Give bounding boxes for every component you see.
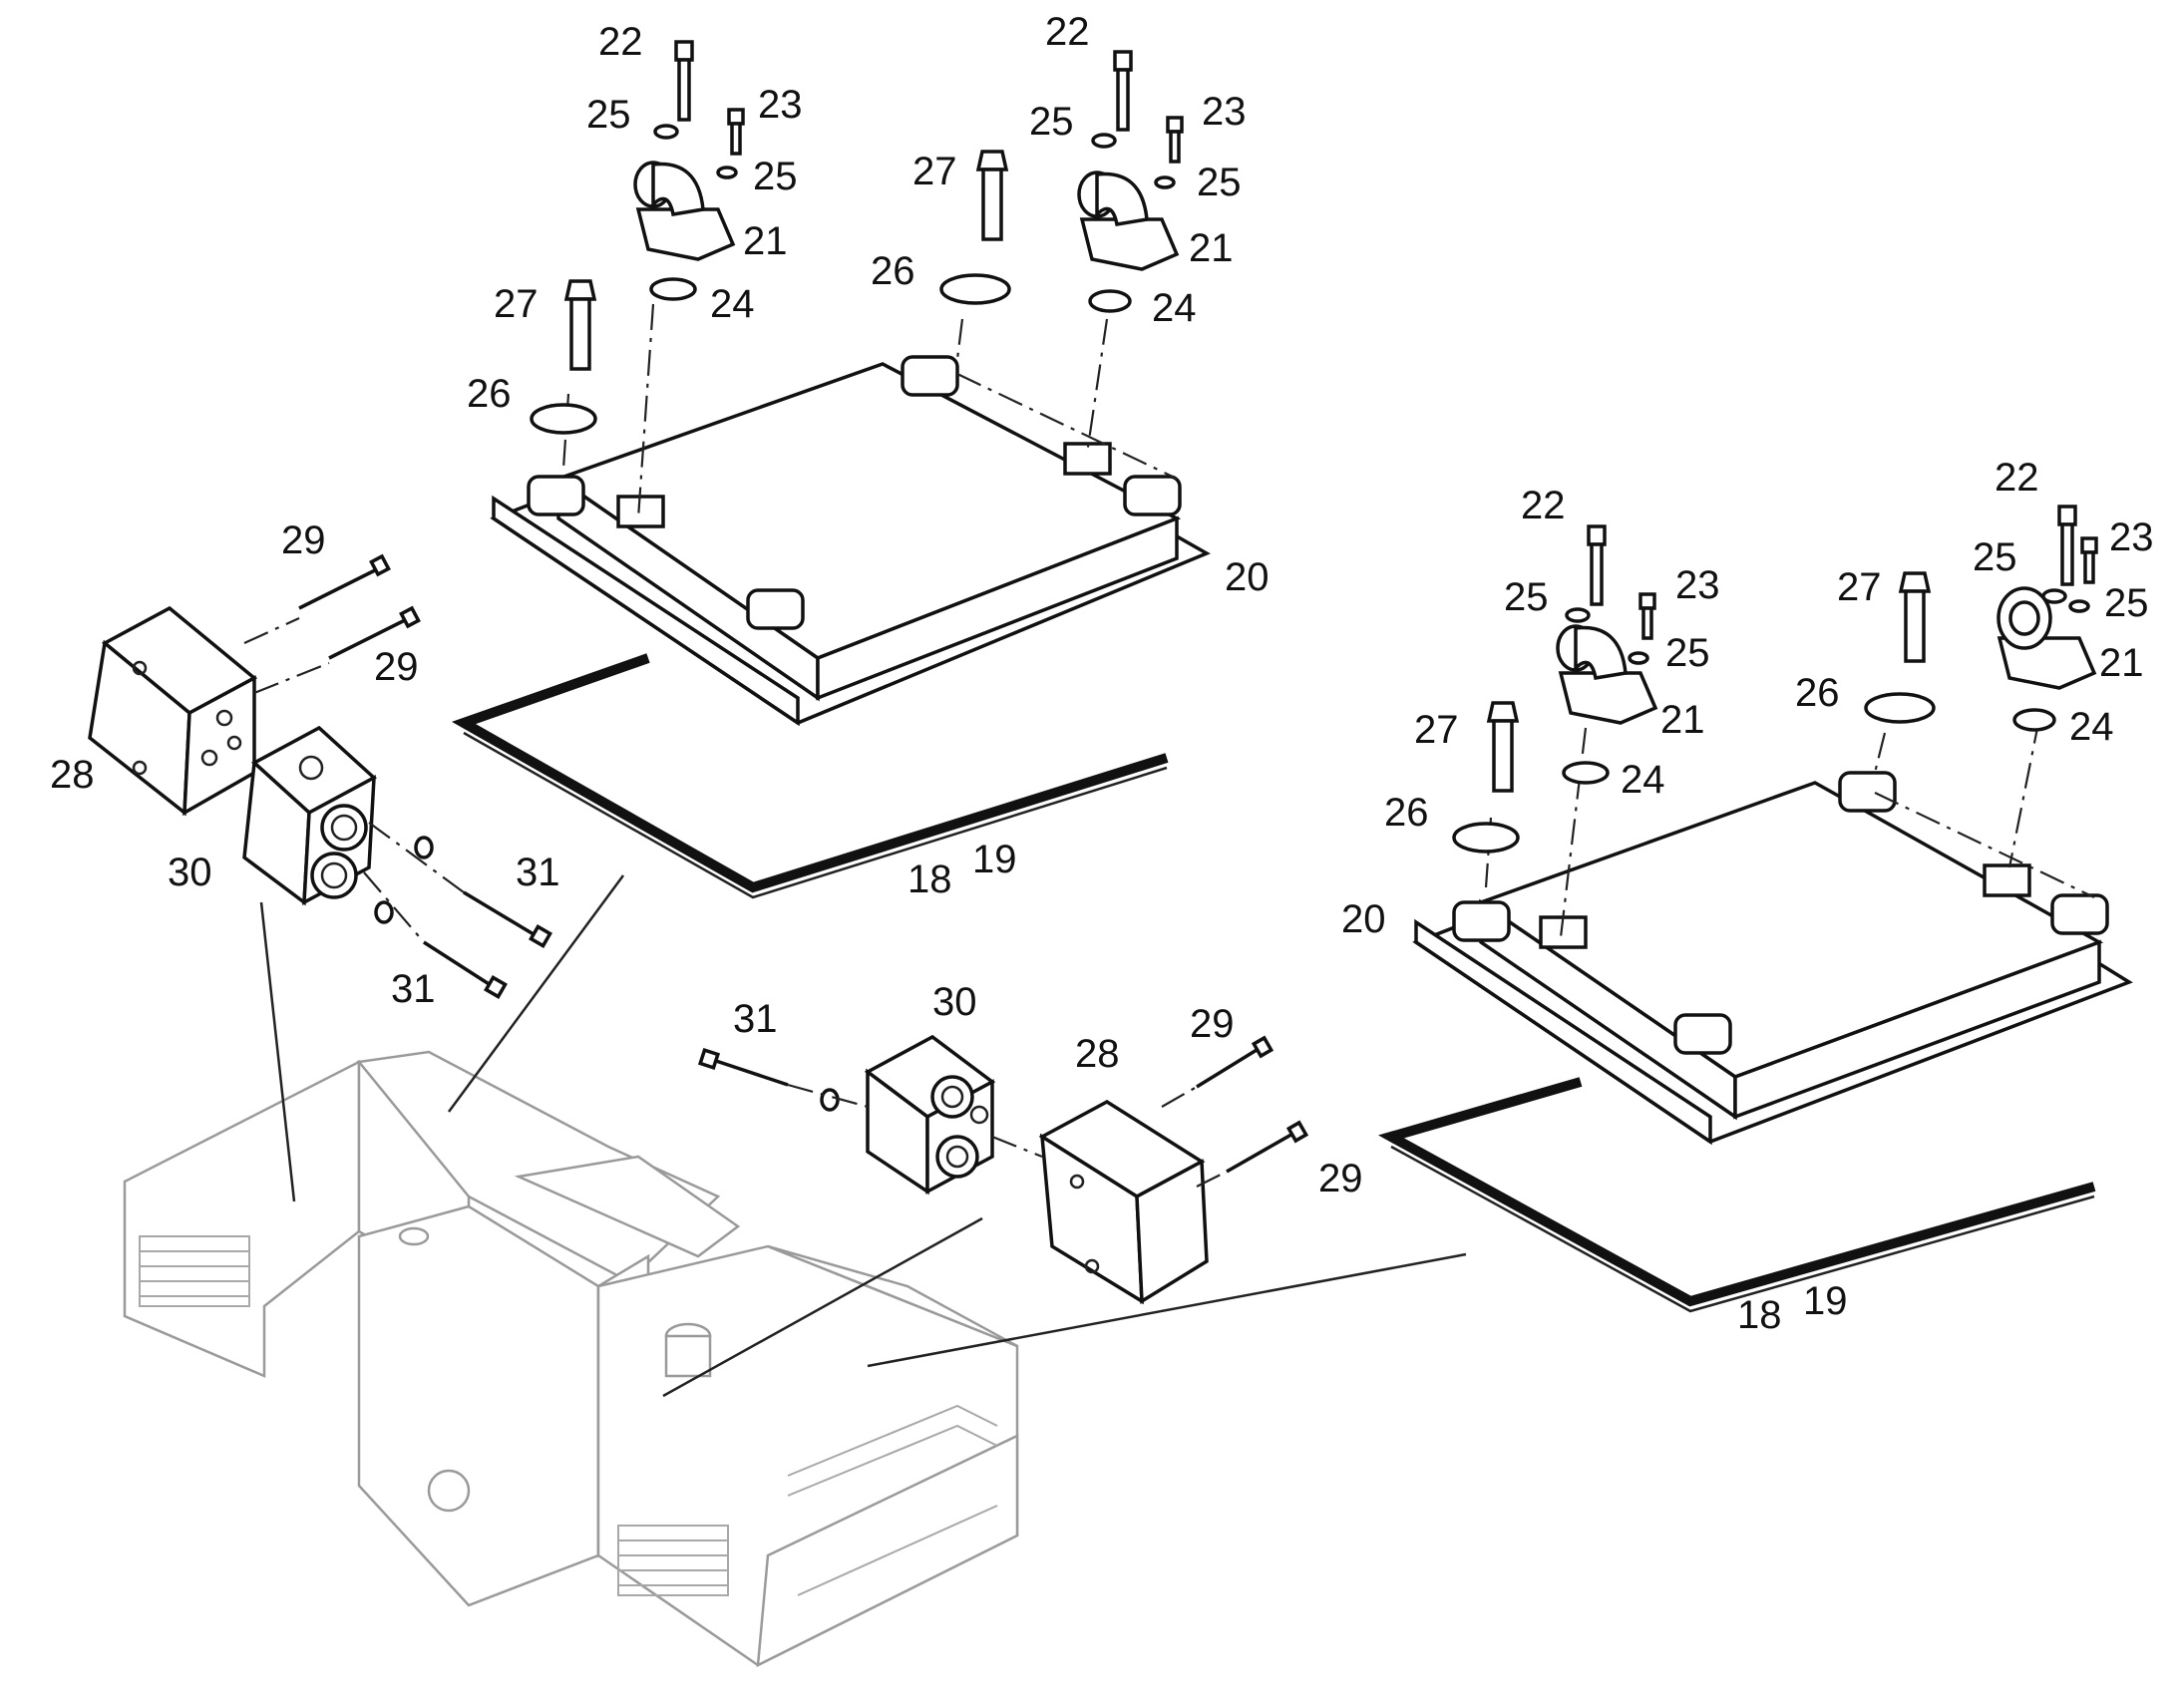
callout-28: 28 [50, 753, 95, 797]
center-valve-block-28 [1038, 1099, 1209, 1305]
callout-21: 21 [2099, 641, 2144, 685]
leader-lines [259, 874, 1467, 1398]
chassis-grille-left [139, 1235, 250, 1307]
callout-24: 24 [1152, 286, 1197, 330]
callout-21: 21 [1189, 226, 1234, 270]
left-cooler-fitting-b [1077, 171, 1180, 271]
callout-31: 31 [391, 967, 436, 1011]
center-valve-bolts [697, 1035, 1309, 1174]
callout-23: 23 [2109, 515, 2154, 559]
right-cooler-assembly [1378, 505, 2133, 1313]
left-cooler-assembly [451, 40, 1211, 899]
callout-27: 27 [1837, 565, 1882, 609]
left-valve-bolts [298, 553, 552, 999]
callout-23: 23 [1202, 90, 1247, 134]
callout-25: 25 [1973, 535, 2017, 579]
callout-22: 22 [1995, 456, 2039, 500]
left-cooler-mount-feet [527, 355, 1182, 630]
callout-22: 22 [598, 20, 643, 64]
left-valve-block-28 [88, 605, 258, 817]
machine-chassis [123, 1050, 1019, 1668]
right-gasket [1378, 1077, 2096, 1307]
callout-25: 25 [1029, 100, 1074, 144]
left-cooler-bolts [563, 40, 1184, 371]
callout-22: 22 [1045, 10, 1090, 54]
callout-26: 26 [871, 249, 915, 293]
callout-18: 18 [1737, 1293, 1782, 1337]
right-cooler-fitting-a [1556, 624, 1658, 725]
callout-26: 26 [1384, 791, 1429, 835]
left-cooler-washers [530, 124, 1176, 435]
callout-21: 21 [743, 219, 788, 263]
callout-18: 18 [908, 857, 952, 901]
callout-20: 20 [1341, 897, 1386, 941]
right-cooler-fitting-b [1997, 586, 2097, 690]
left-valve-block-30 [242, 725, 378, 906]
callout-24: 24 [2069, 705, 2114, 749]
callout-25: 25 [1504, 575, 1549, 619]
callout-20: 20 [1225, 555, 1270, 599]
left-valve-assembly [88, 553, 552, 999]
callout-25: 25 [2104, 581, 2149, 625]
callout-27: 27 [1414, 708, 1459, 752]
callout-25: 25 [586, 93, 631, 137]
left-cooler-fitting-a [633, 161, 736, 261]
callout-26: 26 [467, 372, 512, 416]
callout-29: 29 [1318, 1157, 1363, 1200]
callout-23: 23 [758, 83, 803, 127]
chassis-grille-right [617, 1525, 729, 1596]
callout-27: 27 [494, 282, 539, 326]
callout-28: 28 [1075, 1032, 1120, 1076]
right-cooler-washers [1452, 588, 2090, 854]
callout-29: 29 [1190, 1002, 1235, 1046]
callout-19: 19 [972, 838, 1017, 881]
callout-19: 19 [1803, 1279, 1848, 1323]
callout-25: 25 [1197, 161, 1242, 204]
callout-24: 24 [710, 282, 755, 326]
callout-24: 24 [1621, 758, 1665, 802]
center-valve-block-30 [864, 1034, 996, 1196]
callout-25: 25 [753, 155, 798, 198]
callout-31: 31 [733, 997, 778, 1041]
callout-27: 27 [912, 150, 957, 193]
right-cooler-bolts [1486, 505, 2098, 793]
callout-23: 23 [1675, 563, 1720, 607]
callout-30: 30 [932, 980, 977, 1024]
left-gasket [451, 653, 1169, 893]
callout-30: 30 [168, 851, 212, 894]
callout-21: 21 [1660, 698, 1705, 742]
callout-29: 29 [281, 518, 326, 562]
callout-29: 29 [374, 645, 419, 689]
callout-25: 25 [1665, 631, 1710, 675]
callout-22: 22 [1521, 484, 1566, 527]
center-valve-assembly [697, 1034, 1309, 1305]
callout-31: 31 [516, 851, 560, 894]
callout-26: 26 [1795, 671, 1840, 715]
